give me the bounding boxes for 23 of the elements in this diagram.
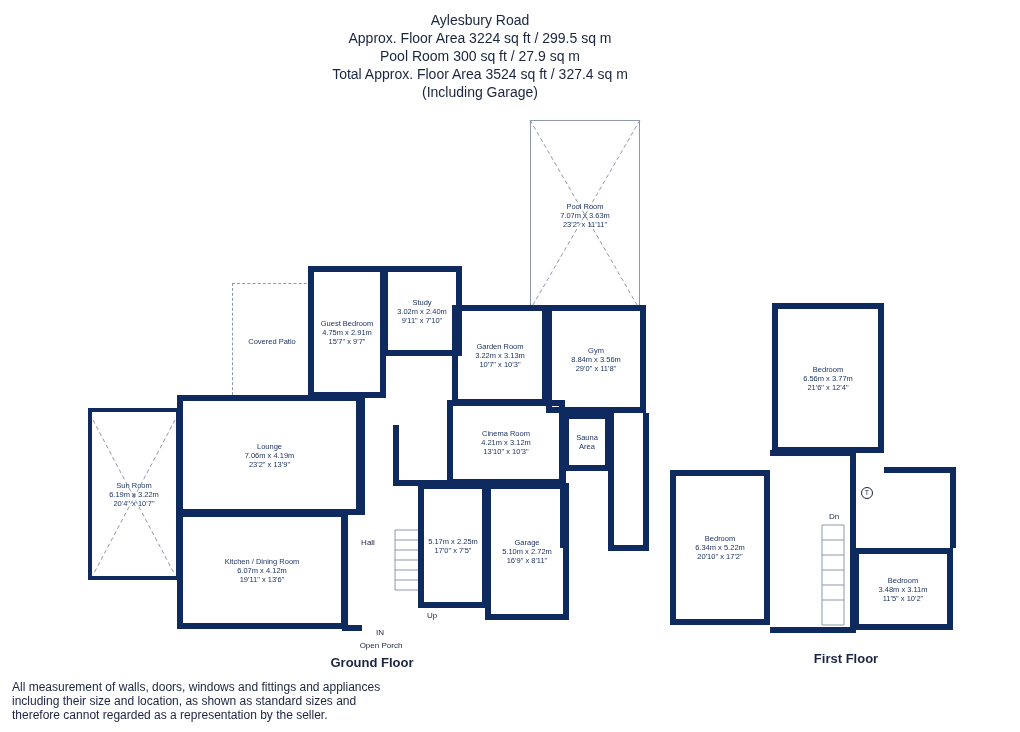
area-label: Hall	[361, 538, 375, 547]
entrance-label: IN	[376, 628, 384, 637]
floor-area-text: Total Approx. Floor Area 3524 sq ft / 327.4 sq m	[332, 66, 628, 82]
room-outline	[563, 413, 611, 471]
floor-area-text: (Including Garage)	[422, 84, 538, 100]
room-outline	[88, 408, 180, 580]
floor-heading: Ground Floor	[330, 655, 414, 670]
room-outline	[772, 303, 884, 453]
room-outline	[418, 483, 488, 608]
area-label: Open Porch	[359, 641, 403, 650]
floor-heading: First Floor	[813, 651, 879, 666]
disclaimer-text: All measurement of walls, doors, windows and fittings and appliances including their size and location, as shown as standard sizes and therefore cannot regarded as a representation by the seller.	[12, 680, 382, 722]
room-outline	[308, 266, 386, 398]
stair-label: Dn	[828, 512, 840, 521]
room-outline	[485, 483, 569, 620]
room-outline	[177, 395, 362, 515]
room-outline	[853, 548, 953, 630]
floor-area-text: Approx. Floor Area 3224 sq ft / 299.5 sq m	[348, 30, 612, 46]
room-outline	[546, 305, 646, 413]
room-outline	[447, 400, 565, 485]
floor-area-text: Pool Room 300 sq ft / 27.9 sq m	[380, 48, 580, 64]
room-outline	[670, 470, 770, 625]
plan-title: Aylesbury Road	[429, 12, 531, 28]
